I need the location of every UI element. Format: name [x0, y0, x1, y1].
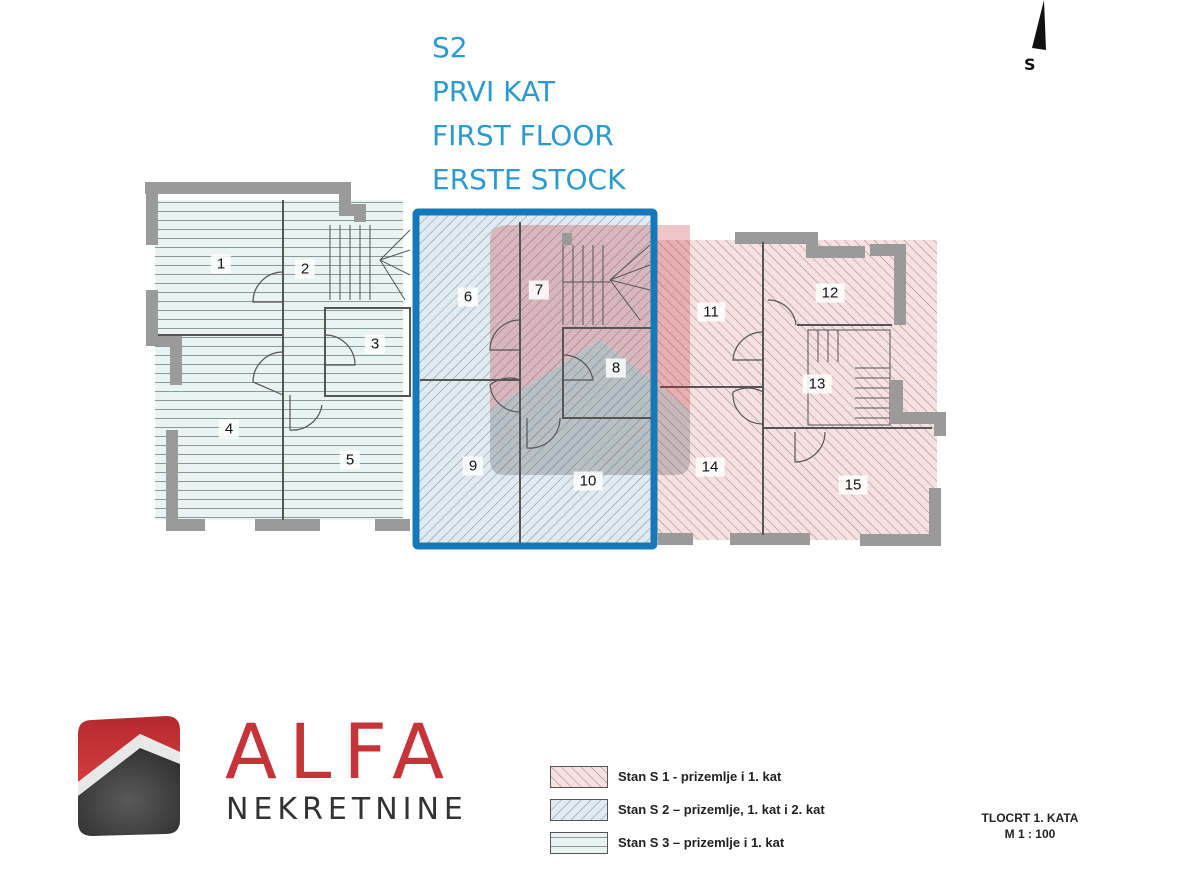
floor-title: S2 PRVI KAT FIRST FLOOR ERSTE STOCK [432, 26, 625, 202]
unit-code: S2 [432, 31, 468, 64]
legend-label-s1: Stan S 1 - prizemlje i 1. kat [618, 769, 782, 784]
floor-name-de: ERSTE STOCK [432, 163, 626, 196]
unit-s2 [412, 208, 690, 550]
room-label-1: 1 [210, 254, 232, 274]
unit-s1 [655, 232, 946, 546]
legend-swatch-s2 [550, 798, 608, 821]
drawing-info: TLOCRT 1. KATA M 1 : 100 [960, 810, 1100, 842]
s2-highlight-border [412, 208, 658, 550]
compass-arrow-icon: S [1010, 0, 1060, 80]
room-label-3: 3 [364, 334, 386, 354]
legend-label-s3: Stan S 3 – prizemlje i 1. kat [618, 835, 785, 850]
floor-name-en: FIRST FLOOR [432, 119, 614, 152]
room-label-4: 4 [218, 419, 240, 439]
drawing-title: TLOCRT 1. KATA [981, 811, 1079, 825]
brand-logo-icon [70, 712, 190, 837]
room-label-6: 6 [457, 287, 479, 307]
legend-item-s2: Stan S 2 – prizemlje, 1. kat i 2. kat [550, 793, 825, 826]
legend: Stan S 1 - prizemlje i 1. kat Stan S 2 –… [550, 760, 825, 859]
room-label-9: 9 [462, 456, 484, 476]
room-label-15: 15 [838, 475, 868, 495]
room-label-7: 7 [528, 280, 550, 300]
room-label-12: 12 [815, 283, 845, 303]
floor-name-hr: PRVI KAT [432, 75, 556, 108]
compass-label: S [1024, 55, 1036, 74]
room-label-13: 13 [802, 374, 832, 394]
room-label-2: 2 [294, 259, 316, 279]
drawing-scale: M 1 : 100 [1004, 827, 1056, 841]
room-label-11: 11 [697, 302, 725, 322]
legend-label-s2: Stan S 2 – prizemlje, 1. kat i 2. kat [618, 802, 825, 817]
watermark-logo [490, 225, 690, 475]
room-label-5: 5 [339, 450, 361, 470]
legend-swatch-s3 [550, 831, 608, 854]
legend-item-s1: Stan S 1 - prizemlje i 1. kat [550, 760, 825, 793]
brand-name: ALFA [225, 707, 457, 796]
room-label-8: 8 [605, 358, 627, 378]
brand-subtitle: NEKRETNINE [226, 792, 468, 827]
legend-swatch-s1 [550, 765, 608, 788]
unit-s3 [145, 182, 411, 531]
room-label-10: 10 [573, 471, 603, 491]
legend-item-s3: Stan S 3 – prizemlje i 1. kat [550, 826, 825, 859]
room-label-14: 14 [695, 457, 725, 477]
